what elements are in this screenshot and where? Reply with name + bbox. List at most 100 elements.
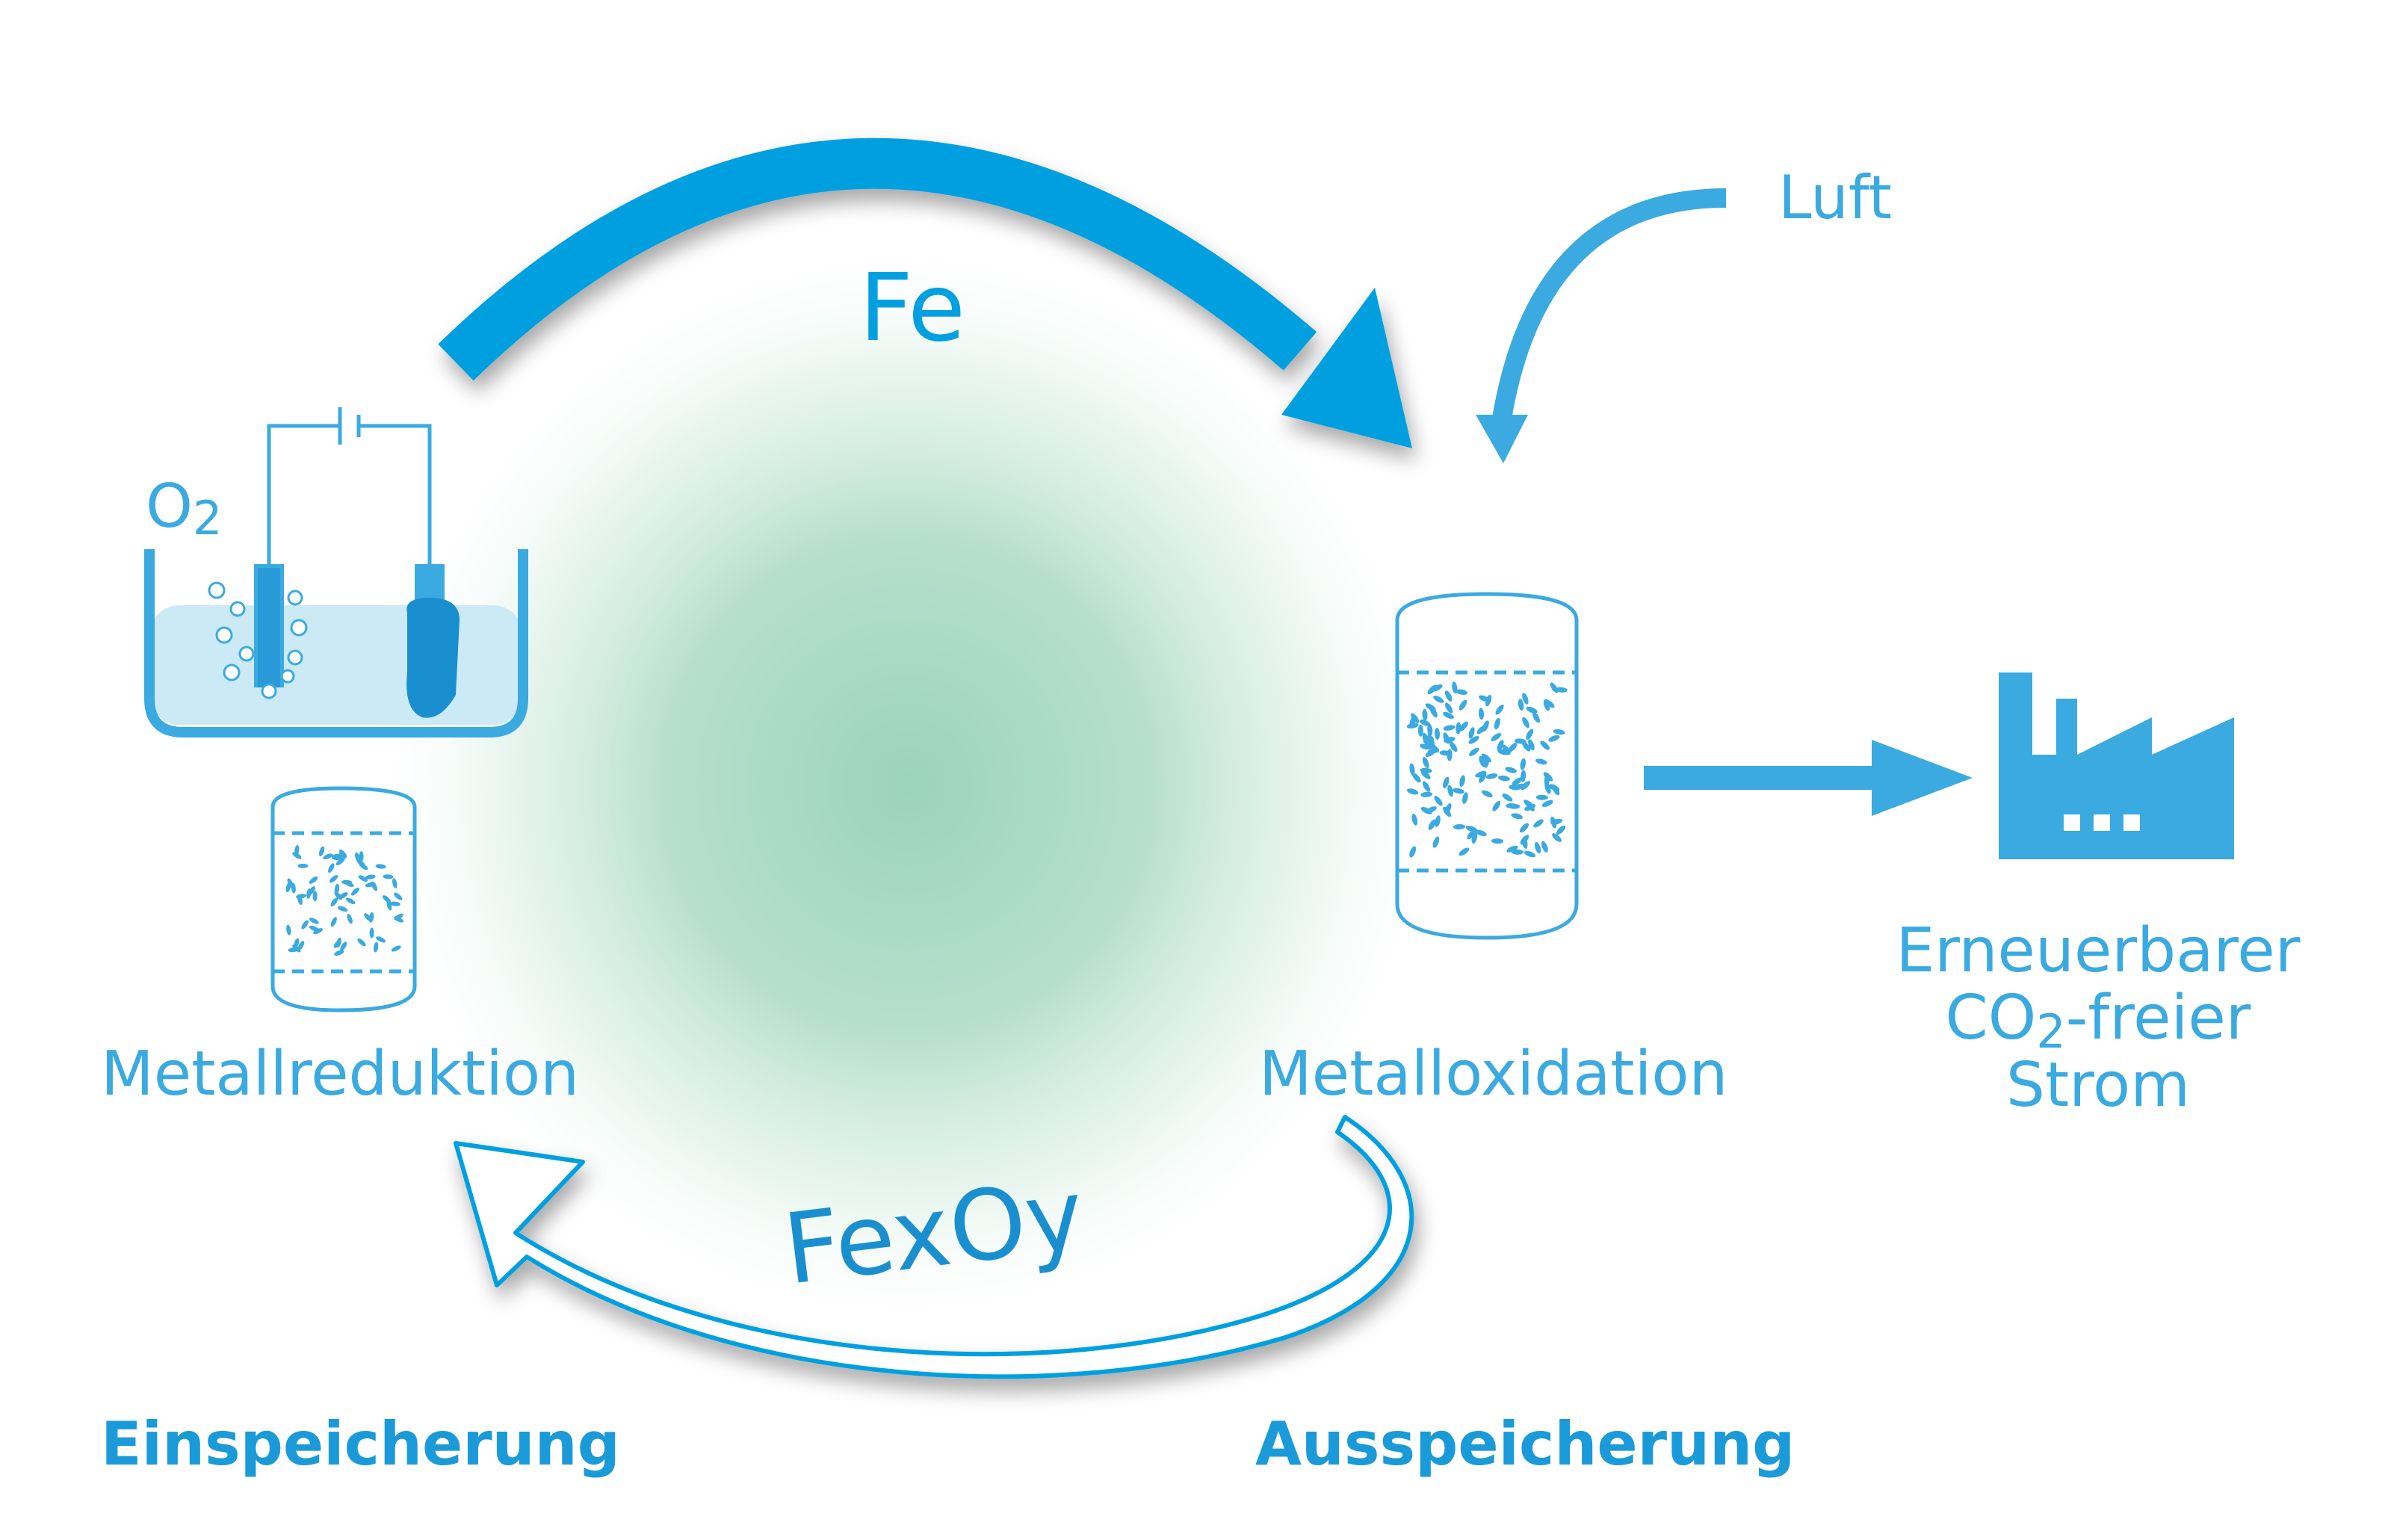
particle (1541, 841, 1548, 853)
particle (301, 920, 309, 930)
particle (1494, 717, 1500, 730)
particle (365, 882, 376, 888)
particle (1432, 836, 1440, 848)
particle (1412, 773, 1421, 783)
particle (1443, 725, 1456, 731)
particle (1422, 781, 1431, 792)
particle (1453, 823, 1465, 830)
particle (1550, 818, 1563, 825)
renewable-line-3: Strom (2006, 1050, 2190, 1121)
metalloxidation-label: Metalloxidation (1259, 1039, 1728, 1110)
particle (1509, 785, 1521, 791)
particle (297, 863, 309, 868)
particle (1497, 740, 1504, 752)
particle (355, 852, 361, 863)
particle (1422, 708, 1428, 721)
particle (1427, 734, 1433, 746)
particle (357, 938, 366, 947)
particle (1452, 681, 1458, 693)
particle (297, 941, 305, 950)
particle (1420, 807, 1432, 814)
particle (1550, 682, 1559, 693)
particle (1556, 825, 1566, 835)
factory-icon (1999, 672, 2234, 859)
particle (1429, 743, 1439, 753)
particle (330, 897, 338, 907)
particle (1540, 740, 1550, 750)
particle (1439, 750, 1452, 756)
particle (1522, 717, 1529, 729)
particle (1535, 794, 1548, 800)
particle (1476, 725, 1487, 735)
particle (1458, 699, 1467, 711)
particle (1420, 791, 1433, 797)
particle (1548, 735, 1560, 742)
particle (1523, 850, 1536, 858)
particle (1478, 708, 1485, 720)
particle (309, 918, 319, 924)
einspeicherung-label: Einspeicherung (101, 1409, 620, 1479)
particle (319, 846, 325, 857)
particle (328, 863, 335, 873)
particle (323, 853, 333, 860)
particle (1453, 788, 1464, 794)
particle (1420, 767, 1432, 773)
particle (1532, 711, 1540, 723)
particle (309, 876, 318, 884)
particle (1552, 833, 1562, 842)
particle (1533, 819, 1544, 828)
particle (394, 892, 403, 900)
particle (1406, 788, 1419, 795)
particle (1522, 693, 1529, 705)
particle (1505, 767, 1517, 773)
particle (1479, 772, 1487, 783)
particle (1411, 814, 1418, 826)
particle (347, 913, 353, 924)
particle (1462, 792, 1468, 804)
particle (1508, 743, 1518, 752)
particle (1433, 695, 1444, 703)
particle (1512, 777, 1523, 786)
particle (1434, 795, 1443, 806)
particle (369, 927, 374, 938)
particle (389, 901, 400, 906)
particle (1447, 785, 1453, 797)
particle (1519, 823, 1529, 833)
particle (1518, 699, 1524, 711)
particle (332, 853, 342, 859)
particle (285, 882, 291, 893)
svg-text:2: 2 (193, 491, 222, 545)
particle (1491, 838, 1503, 844)
particle (1459, 721, 1468, 732)
reduction-vessel-icon (270, 786, 417, 1012)
particle (291, 882, 296, 894)
oxidation-vessel-icon (1395, 592, 1579, 940)
particle (308, 886, 315, 896)
particle (1544, 774, 1550, 787)
particle (341, 879, 353, 885)
particle (1502, 793, 1513, 802)
particle (1479, 755, 1486, 767)
particle (334, 883, 339, 894)
particle (373, 941, 379, 953)
fe-label: Fe (859, 254, 965, 362)
svg-text:O: O (146, 471, 193, 541)
particle (1449, 741, 1458, 752)
particle (1485, 773, 1498, 779)
particle (1491, 733, 1502, 741)
o2-label: O 2 (146, 471, 222, 545)
particle (1428, 819, 1436, 830)
particle (1425, 703, 1436, 711)
particle (392, 878, 397, 888)
particle (383, 874, 394, 879)
particle (376, 936, 386, 943)
power-arrow (1644, 740, 1973, 816)
particle (329, 875, 338, 883)
particle (1475, 829, 1487, 837)
particle (1458, 847, 1470, 856)
luft-label: Luft (1778, 163, 1892, 232)
particle (1409, 846, 1417, 858)
particle (1506, 845, 1518, 853)
particle (350, 887, 359, 896)
